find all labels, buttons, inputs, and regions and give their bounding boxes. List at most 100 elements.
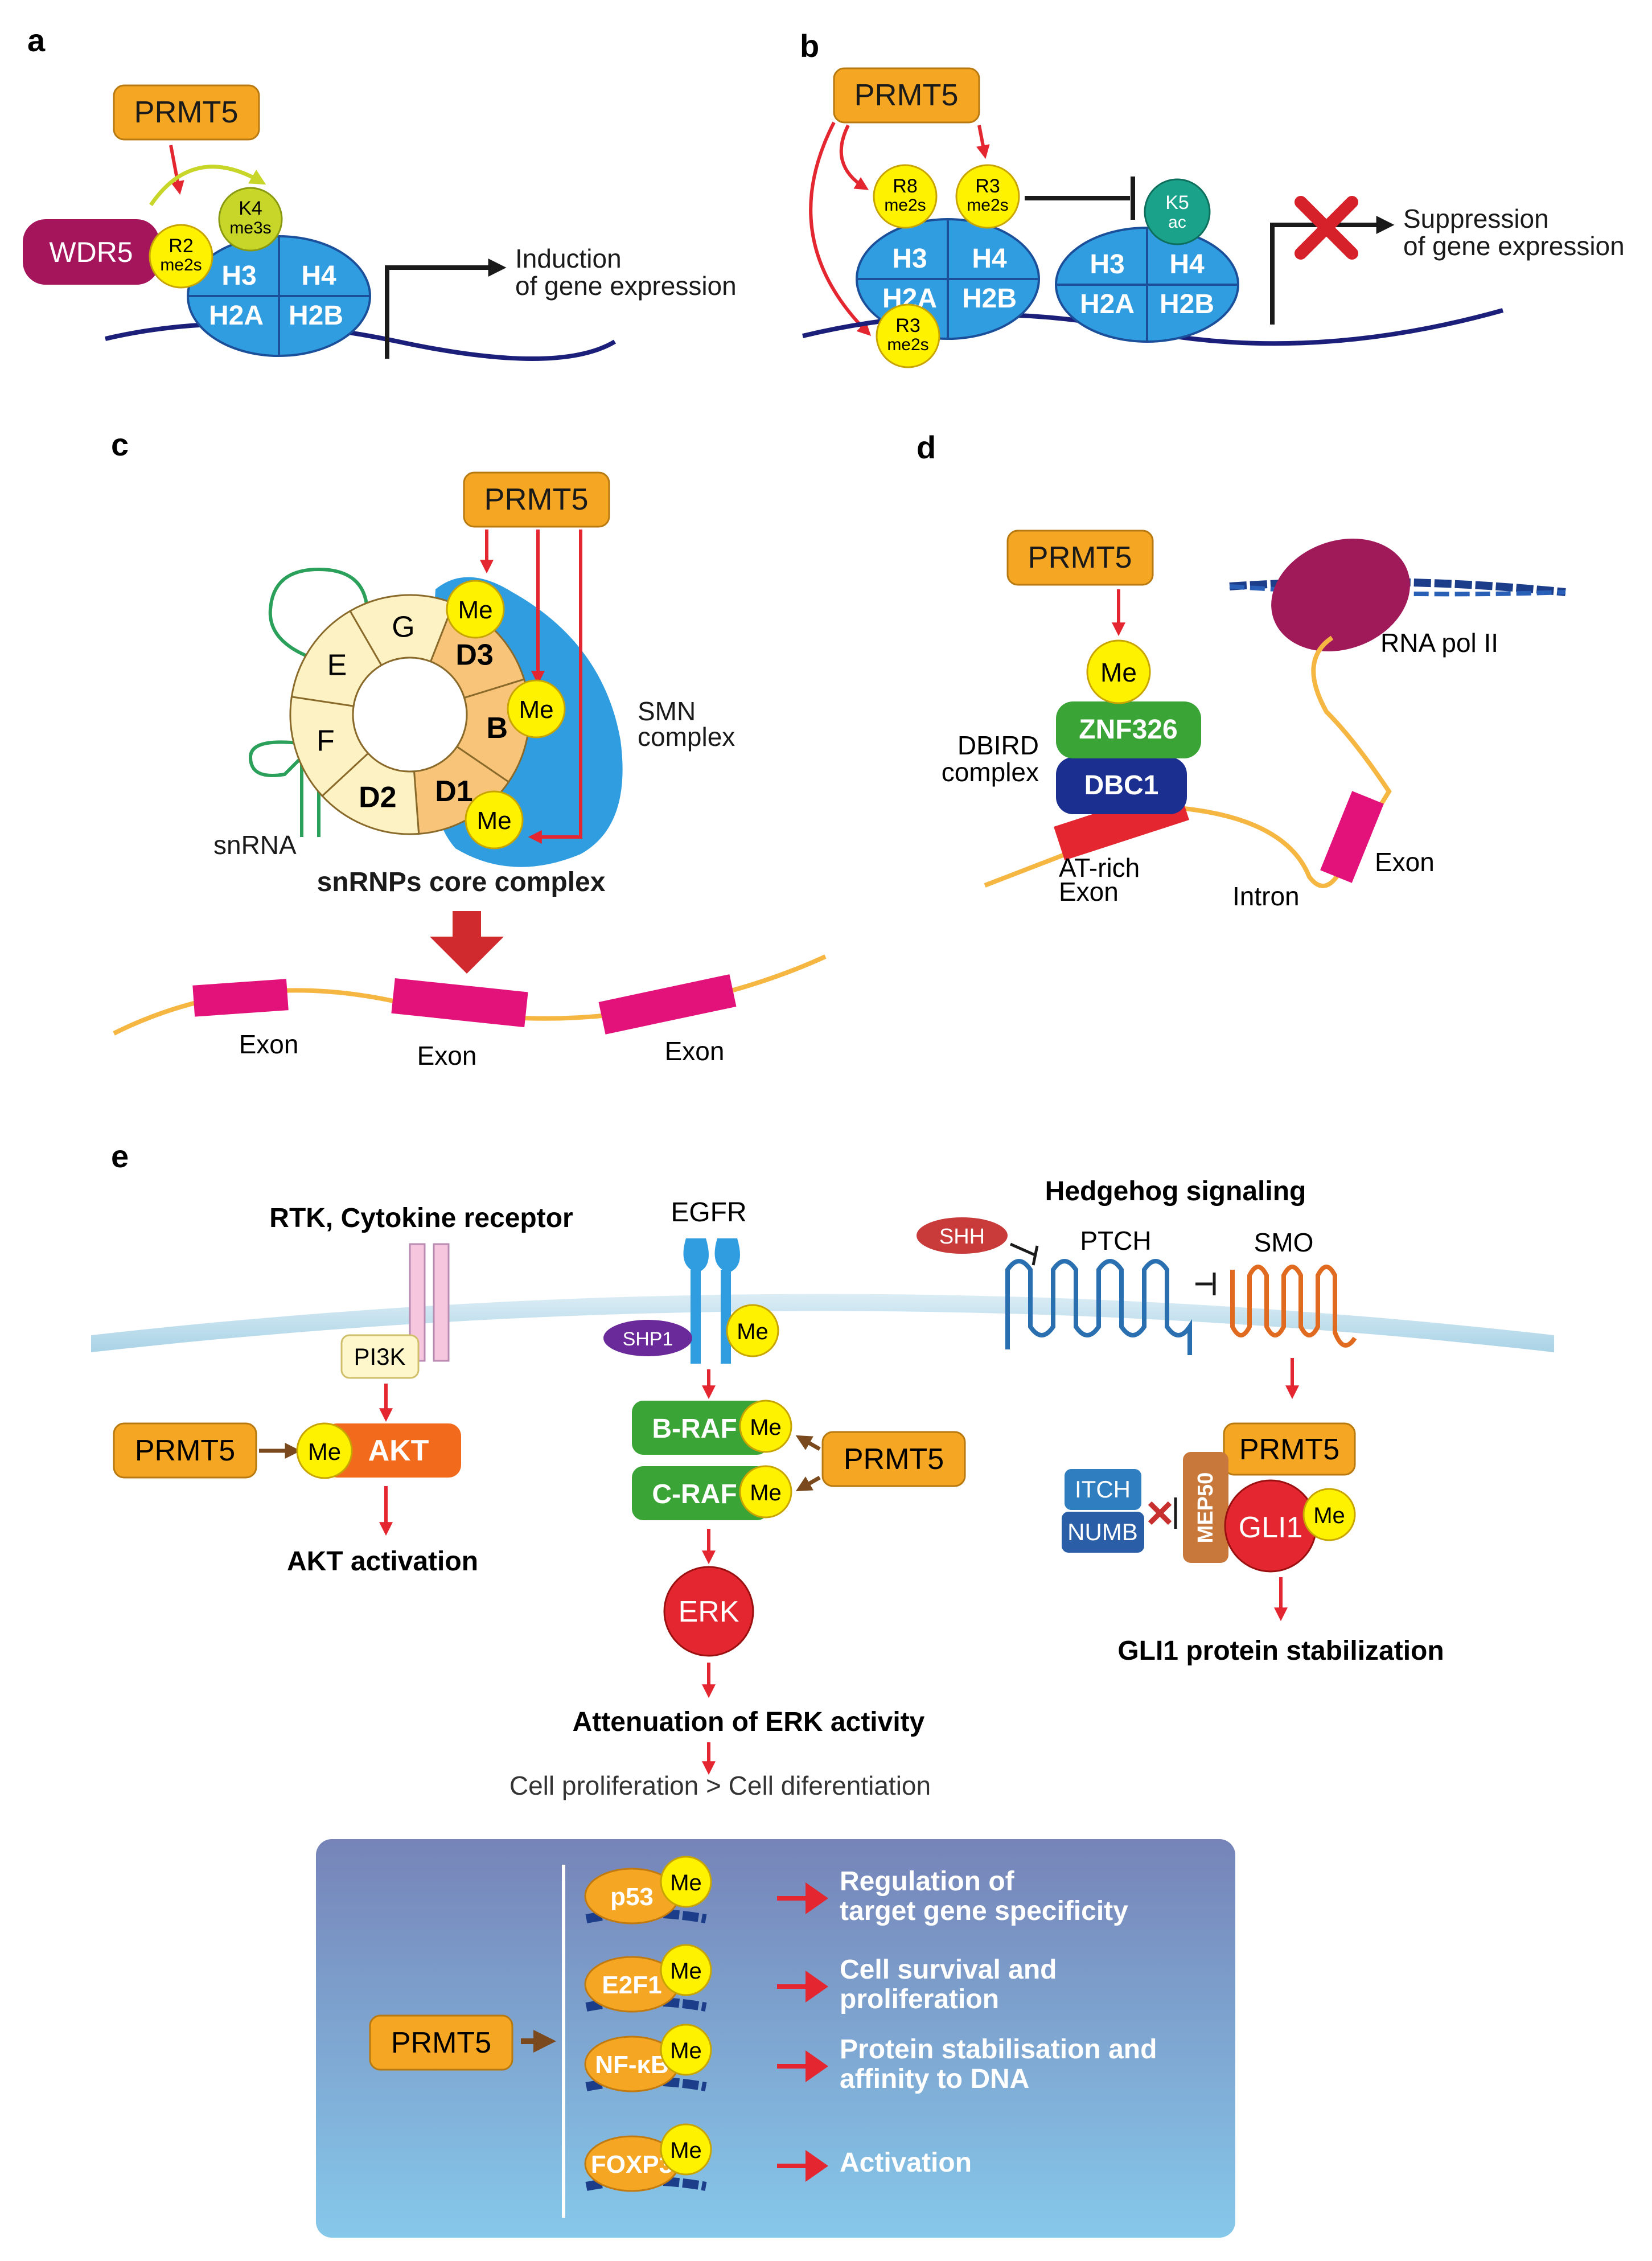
me-circle-tf-0: [660, 1856, 712, 1908]
panel-b: b PRMT5 H3 H4 H2A H2B R8 me2s R3 me2s R3…: [800, 28, 1625, 368]
tf-outcome-line2: affinity to DNA: [840, 2064, 1029, 2094]
rtk-receptor-right: [433, 1243, 450, 1362]
r3b-label: R3: [895, 315, 920, 337]
tf-factor-label: E2F1: [602, 1971, 661, 1999]
r3-me2s-circle: [955, 164, 1020, 229]
r3b-me2s-circle: [876, 303, 940, 368]
dbc1-label: DBC1: [1084, 770, 1159, 801]
arrow-prmt5-to-craf: [795, 1475, 821, 1492]
me-label-tf: Me: [670, 1959, 702, 1984]
prmt5-label-gli: PRMT5: [1239, 1433, 1339, 1466]
panel-a: a PRMT5 WDR5 H3 H4 H2A H2B R2 me2s K4 me…: [23, 22, 737, 361]
exon-box-d: [1320, 791, 1384, 883]
rna-pol-ii-blob: [1271, 539, 1410, 651]
akt-outcome: AKT activation: [287, 1546, 478, 1577]
me-label-egfr: Me: [737, 1319, 769, 1344]
histone-h4-a: H4: [301, 261, 336, 291]
ring-label-g: G: [392, 610, 414, 643]
r3-sub: me2s: [967, 196, 1008, 215]
me-circle-d1: [465, 790, 524, 850]
block-x-icon: [1148, 1497, 1177, 1529]
arrow-prmt5-to-braf: [795, 1435, 821, 1451]
promoter-arrow-a: [385, 258, 507, 359]
ptch-label: PTCH: [1080, 1226, 1151, 1255]
erk-circle: [663, 1566, 754, 1657]
pi3k-box: [340, 1334, 420, 1379]
ptch-receptor: [1005, 1259, 1192, 1355]
tf-factor-label: FOXP3: [591, 2151, 673, 2178]
panel-d-letter: d: [917, 429, 936, 465]
dna-strand-a: [105, 321, 617, 361]
tf-factor-label: NF-κB: [595, 2051, 669, 2079]
intron-label: Intron: [1232, 881, 1300, 911]
k4-sub: me3s: [229, 219, 271, 237]
tf-outcome-line1: Regulation of: [840, 1866, 1015, 1897]
tf-arrow-0: [777, 1882, 828, 1914]
me-label-tf: Me: [670, 2038, 702, 2063]
at-rich-line2: Exon: [1059, 877, 1119, 906]
tf-arrow-2: [777, 2050, 828, 2082]
promoter-arrow-b: [1270, 216, 1395, 325]
panel-e-letter: e: [111, 1138, 129, 1174]
suppression-line2: of gene expression: [1403, 231, 1625, 261]
prmt5-label-a: PRMT5: [134, 95, 238, 129]
me-label-akt: Me: [308, 1438, 341, 1465]
panel-c-letter: c: [111, 426, 129, 462]
prmt5-label-akt: PRMT5: [135, 1434, 235, 1467]
shh-label: SHH: [939, 1225, 985, 1249]
snrnp-core-title: snRNPs core complex: [317, 867, 606, 897]
egfr-label: EGFR: [671, 1197, 746, 1228]
prmt5-box-gli: [1223, 1422, 1356, 1476]
ring-label-d1: D1: [435, 775, 472, 808]
inhibit-shh-bar: [1032, 1245, 1039, 1266]
k4-me3s-circle: [218, 187, 283, 252]
tf-box-background: [316, 1839, 1235, 2238]
k4-label: K4: [239, 198, 262, 219]
prmt5-box-raf: [821, 1431, 966, 1487]
arrow-prmt5-to-d1: [528, 530, 582, 844]
tf-arrow-3: [777, 2150, 828, 2182]
r8-sub: me2s: [884, 196, 926, 215]
dbc1-box: [1056, 757, 1187, 814]
k5-sub: ac: [1168, 213, 1186, 232]
tf-outcome-line2: proliferation: [840, 1984, 999, 2014]
histone-h2a-b2: H2A: [1080, 289, 1135, 319]
dbird-line1: DBIRD: [957, 731, 1039, 760]
prolif-label: Cell proliferation > Cell diferentiation: [509, 1771, 931, 1800]
histone-h3-b2: H3: [1090, 249, 1124, 280]
arrow-prmt5-to-r3b: [809, 121, 872, 337]
prmt5-box-d: [1006, 530, 1154, 586]
panel-a-letter: a: [27, 22, 46, 58]
numb-label: NUMB: [1067, 1519, 1138, 1545]
panel-b-letter: b: [800, 28, 819, 64]
arrow-prmt5-to-r8: [839, 124, 869, 190]
ring-label-f: F: [317, 725, 335, 758]
me-circle-d: [1086, 639, 1151, 704]
me-circle-craf: [739, 1465, 792, 1519]
histone-h2b-b2: H2B: [1160, 289, 1214, 319]
histone-h4-b2: H4: [1169, 249, 1205, 280]
exon-label-d: Exon: [1375, 847, 1435, 877]
me-circle-tf-1: [660, 1944, 712, 1996]
erk-outcome: Attenuation of ERK activity: [573, 1707, 925, 1737]
erk-label: ERK: [679, 1595, 739, 1628]
exon-label-c1: Exon: [239, 1029, 299, 1059]
me-label-d3: Me: [458, 596, 492, 624]
rna-pol-ii-label: RNA pol II: [1380, 628, 1498, 658]
histone-h2a-a: H2A: [209, 301, 264, 331]
smn-label-line1: SMN: [638, 696, 696, 726]
r3-label: R3: [975, 175, 1000, 197]
snrna-label: snRNA: [213, 830, 297, 860]
craf-box: [632, 1466, 769, 1520]
me-circle-tf-3: [660, 2123, 712, 2176]
shp1-label: SHP1: [623, 1328, 673, 1350]
exon-label-c3: Exon: [665, 1036, 725, 1066]
itch-box: [1065, 1469, 1141, 1510]
prmt5-label-c: PRMT5: [484, 482, 588, 516]
akt-label: AKT: [368, 1434, 429, 1467]
down-arrow-c: [430, 911, 504, 974]
